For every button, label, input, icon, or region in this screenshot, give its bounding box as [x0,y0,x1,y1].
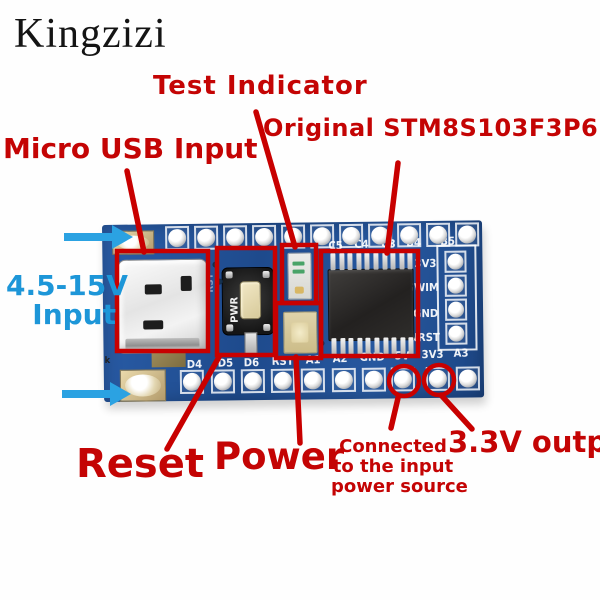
ic-pin [330,253,336,271]
connected-note-line3: power source [331,476,468,498]
gold-pad [112,230,155,255]
pin-pad [361,367,387,392]
pin-pad [310,224,335,249]
ic-pin [348,337,354,355]
label-connected-note: Connected to the input power source [331,436,468,498]
pin-pad [194,225,219,250]
label-voltage-input: 4.5-15V Input [6,269,128,332]
pin-pad [270,368,296,393]
pin-pad [444,274,467,297]
led-detail [292,269,305,274]
ic-pin [347,252,353,271]
usb-solder-tab [151,351,186,368]
ic-pin [407,252,413,270]
button-leg [244,332,258,357]
button-contact [226,324,234,332]
ic-pin [374,337,380,355]
pin-pad [210,369,236,394]
pin-pad [281,224,306,249]
gold-pad [119,369,167,402]
led-detail [294,286,304,294]
pin-pad [223,225,248,250]
button-contact [225,271,233,279]
button-contact [262,270,270,279]
ic-pin [381,252,388,270]
ic-pin [339,338,346,356]
ic-pin [400,337,406,355]
usb-detail [143,320,164,330]
usb-opening [125,337,200,351]
ic-pin [338,253,345,271]
via [216,278,223,285]
pin-label: 3V3 [414,256,437,271]
usb-detail [144,284,162,295]
pin-label: A1 [305,353,321,367]
brand-logo: Kingzizi [14,11,167,57]
via [318,340,325,347]
ic-pin [408,337,414,355]
label-3v3-output: 3.3V output [448,425,600,459]
pin-pad [397,223,422,248]
silkscreen-pwr: PWR [229,296,241,323]
pin-pad [165,225,190,251]
pin-label: RST [271,354,294,368]
reset-button-cap[interactable] [239,281,262,320]
pin-label: D5 [217,356,234,370]
pin-pad [445,322,468,345]
silkscreen-rst-vertical: RST [205,273,216,293]
usb-detail [180,275,192,292]
callout-line-3v3-output [438,392,475,432]
ic-pin [382,337,389,355]
pcb-board: C5 C4 C3 B4 B5 3V3 SWIM GND NRST D4 D5 D… [102,220,485,402]
pin-pad [339,223,364,249]
label-test-indicator: Test Indicator [153,71,368,101]
pin-pad [455,366,481,391]
ic-pin [365,337,371,355]
callout-line-connected [388,395,401,431]
silkscreen-corner-mark: k [104,355,111,366]
pin-pad [425,366,451,392]
ic-pin [391,337,397,355]
pin-pad [444,250,467,273]
pin-pad [300,368,326,393]
ic-pin [390,252,396,270]
ic-pin [356,252,362,270]
pin-label: GND [359,350,385,364]
label-power: Power [214,435,345,478]
pin-label: GND [413,306,439,321]
stm8s103f3p6-chip [327,268,415,342]
voltage-input-line2: Input [32,298,116,332]
test-indicator-led [287,252,312,300]
ic-pin [399,252,405,270]
label-original-chip: Original STM8S103F3P6 [263,114,599,142]
via [212,261,219,268]
pin-pad [331,367,357,393]
power-led [283,311,318,354]
ic-pin [331,338,337,356]
pin-label: 3V3 [421,347,444,362]
pin-pad [252,224,277,250]
label-reset: Reset [76,441,204,487]
ic-pin [364,252,370,270]
ic-pin [373,252,379,270]
pin-pad [179,369,205,395]
connected-note-line1: Connected [339,436,447,457]
ic-pin [357,337,363,355]
pin-pad [390,367,416,392]
pin-pad [426,222,451,248]
pin-label: D6 [243,356,260,370]
led-detail [292,261,305,266]
button-contact [263,323,271,332]
pin-pad [454,222,480,247]
micro-usb-connector [117,258,209,354]
pin-label: A3 [453,346,469,360]
voltage-input-line1: 4.5-15V [6,269,128,302]
label-micro-usb-input: Micro USB Input [3,132,258,165]
connected-note-line2: to the input [332,456,454,478]
pin-pad [444,298,468,321]
pin-pad [240,369,266,394]
pin-pad [368,223,393,248]
